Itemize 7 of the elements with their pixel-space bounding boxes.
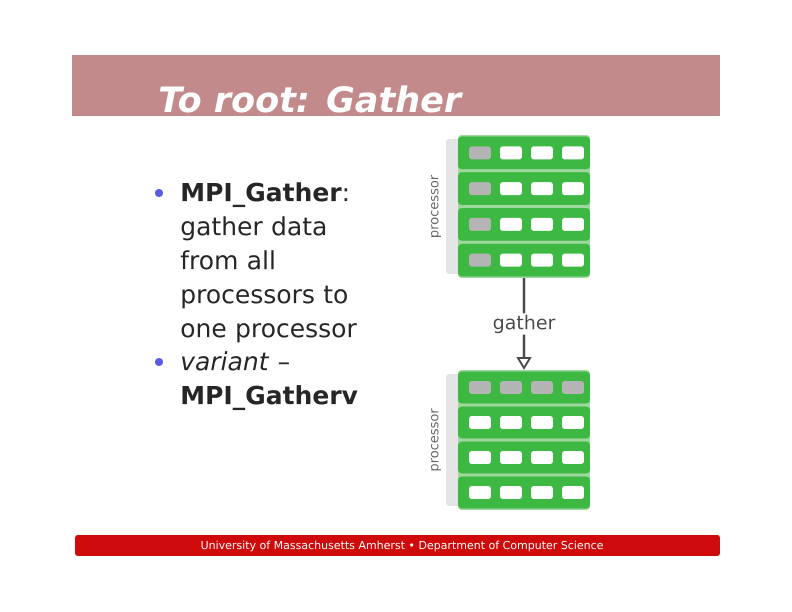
side-label: processor	[431, 408, 441, 470]
slide-title: To root: Gather	[160, 85, 463, 112]
footer-text: University of Massachusetts Amherst • Department of Computer Science	[202, 540, 603, 552]
bullet-text: MPI_Gather: gather data from all processors to one processor	[180, 182, 357, 342]
side-label: processor	[431, 174, 441, 237]
edge-label: gather	[491, 313, 557, 335]
bullet-text: variant – MPI_Gatherv	[182, 351, 358, 410]
